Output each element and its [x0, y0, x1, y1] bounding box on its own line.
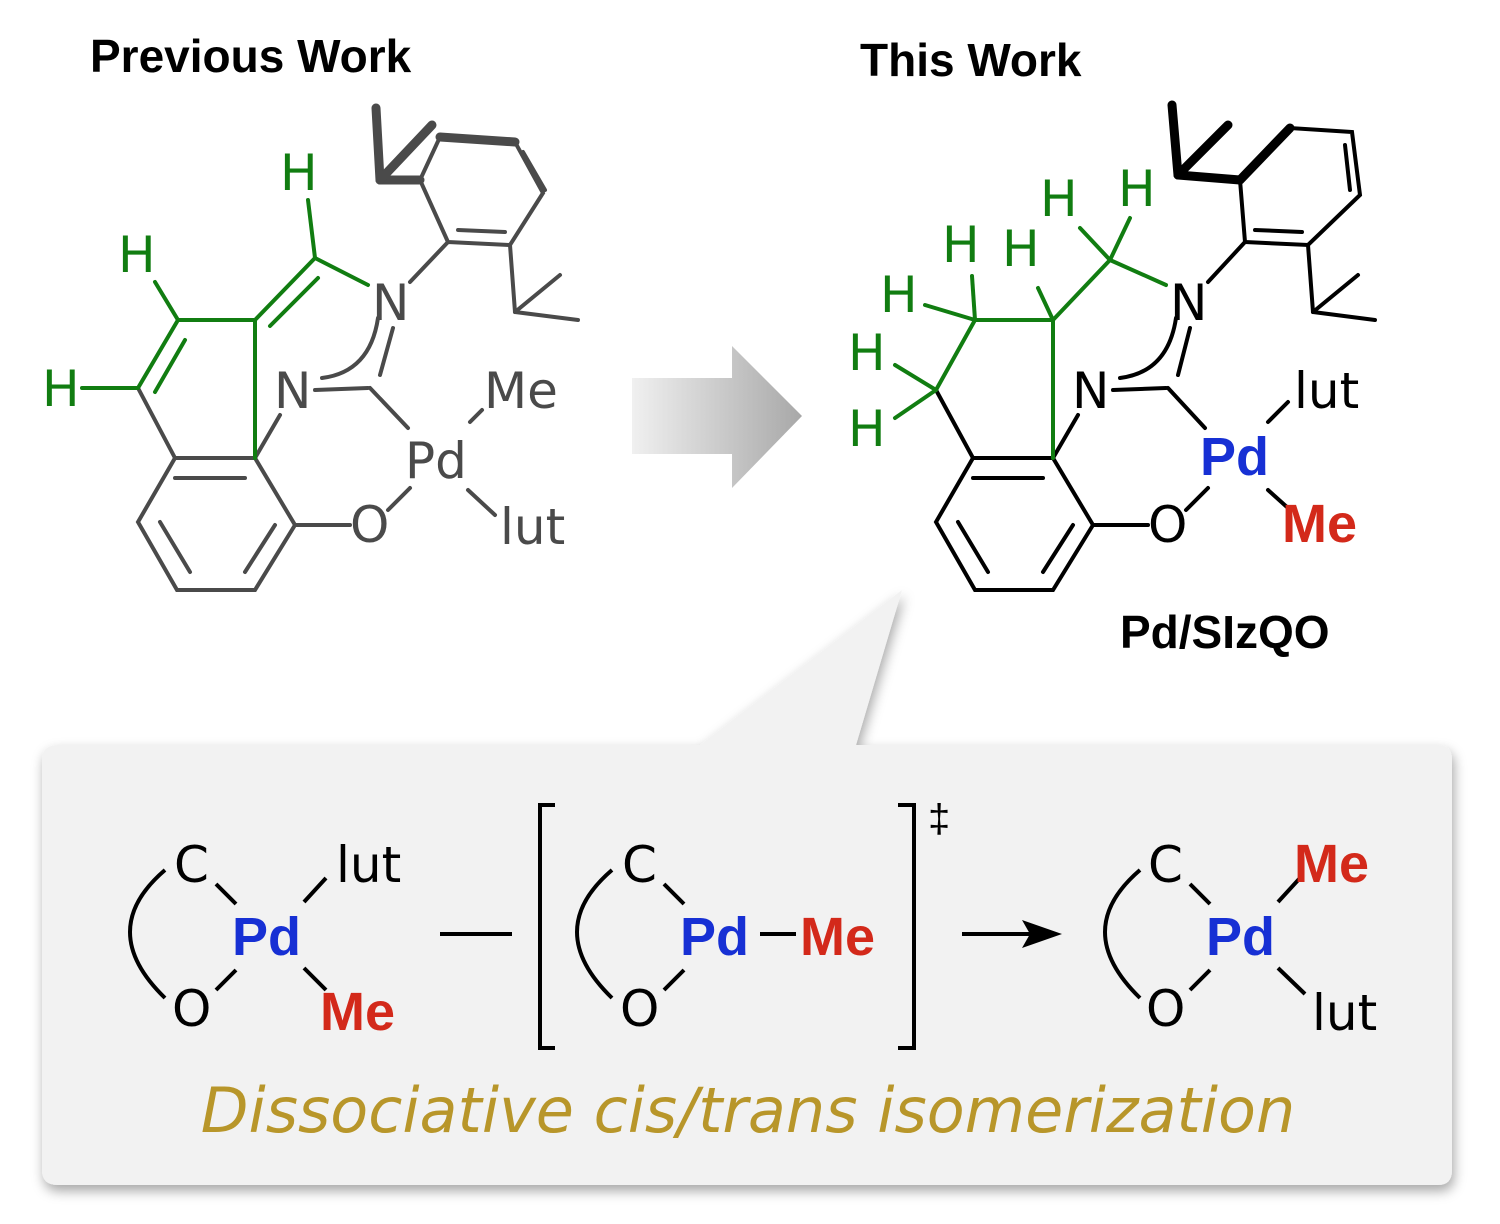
complex-right: C O Pd Me lut [1103, 834, 1377, 1042]
this-o-atom: O [1148, 496, 1187, 554]
this-green-bonds [893, 216, 1168, 460]
left-bracket [538, 803, 555, 1050]
prev-h-3: H [42, 360, 80, 418]
mid-c-atom: C [622, 836, 657, 894]
this-h-3: H [1002, 220, 1040, 278]
mid-pd-atom: Pd [680, 907, 749, 967]
mid-c-pd-bond [662, 882, 686, 906]
this-h-5: H [880, 266, 918, 324]
right-o-pd-bond [1188, 968, 1212, 992]
prev-h-1: H [280, 144, 318, 202]
previous-green-bonds [80, 198, 370, 460]
this-work-heading: This Work [860, 34, 1082, 86]
previous-tbu-group [371, 103, 520, 185]
left-lut-ligand: lut [336, 836, 401, 894]
this-lut-ligand: lut [1294, 362, 1359, 420]
mid-me-ligand: Me [800, 907, 875, 967]
right-bracket [898, 803, 916, 1050]
reaction-arrow [962, 920, 1062, 948]
mid-o-pd-bond [662, 968, 686, 992]
right-c-pd-bond [1188, 882, 1212, 906]
left-pd-lut-bond [302, 876, 328, 904]
this-h-6: H [848, 324, 886, 382]
this-h-7: H [848, 400, 886, 458]
right-pd-me-bond [1276, 876, 1302, 904]
right-lut-ligand: lut [1312, 984, 1377, 1042]
mechanism-caption: Dissociative cis/trans isomerization [201, 1074, 1296, 1147]
transformation-arrow [632, 346, 802, 488]
right-pd-lut-bond [1276, 966, 1307, 996]
double-dagger: ‡ [928, 797, 950, 841]
prev-n-ring: N [274, 362, 311, 420]
this-h-1: H [1118, 160, 1156, 218]
this-tbu-group [1167, 100, 1295, 185]
left-pd-me-bond [302, 966, 328, 992]
this-atom-labels: N N O Pd lut Me H H H H H H H [848, 160, 1359, 554]
this-me-ligand: Me [1282, 494, 1357, 554]
previous-work-heading: Previous Work [90, 30, 412, 82]
catalyst-label: Pd/SIzQO [1120, 606, 1330, 658]
chelate-arc-right [1103, 868, 1142, 1000]
left-c-atom: C [174, 836, 209, 894]
mechanism-panel [42, 590, 1452, 1185]
left-pd-atom: Pd [232, 907, 301, 967]
mid-o-atom: O [620, 980, 659, 1038]
complex-left: C O Pd lut Me [128, 836, 401, 1042]
left-me-ligand: Me [320, 982, 395, 1042]
prev-lut-ligand: lut [500, 498, 565, 556]
prev-pd-atom: Pd [405, 432, 467, 490]
right-o-atom: O [1146, 980, 1185, 1038]
right-c-atom: C [1148, 836, 1183, 894]
previous-atom-labels: N N O Pd Me lut H H H [42, 144, 565, 556]
prev-o-atom: O [350, 496, 389, 554]
this-h-2: H [1040, 170, 1078, 228]
this-pd-atom: Pd [1200, 427, 1269, 487]
chelate-arc-left [128, 868, 167, 1000]
prev-n-top: N [372, 274, 409, 332]
prev-h-2: H [118, 226, 156, 284]
this-n-top: N [1170, 274, 1207, 332]
left-o-pd-bond [214, 968, 238, 992]
chelate-arc-middle [575, 868, 614, 1000]
this-n-ring: N [1072, 362, 1109, 420]
right-pd-atom: Pd [1206, 907, 1275, 967]
left-o-atom: O [172, 980, 211, 1038]
transition-state: ‡ C O Pd Me [538, 797, 950, 1050]
prev-me-ligand: Me [484, 362, 558, 420]
left-c-pd-bond [214, 882, 238, 906]
right-me-ligand: Me [1294, 834, 1369, 894]
this-h-4: H [942, 216, 980, 274]
